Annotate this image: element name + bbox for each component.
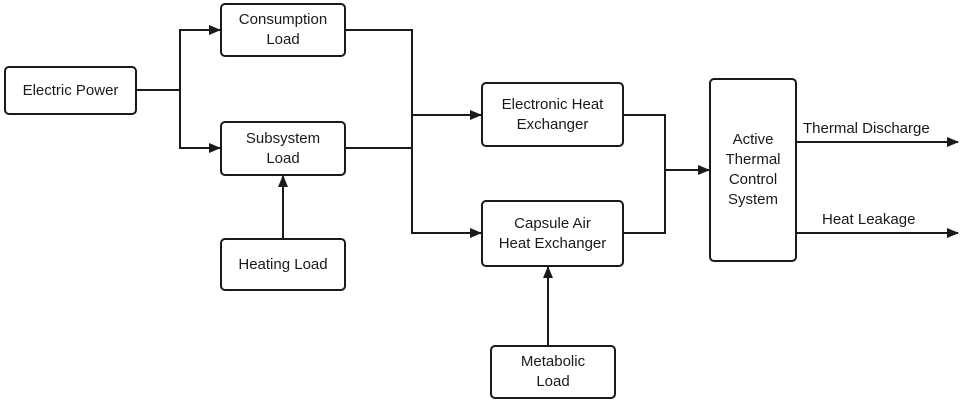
node-metabolic-load-line1: Metabolic [520, 353, 586, 370]
edge-merge-to-capsule [411, 148, 482, 238]
edge-power-to-consumption [179, 25, 221, 90]
node-heating-load-label: Heating Load [238, 255, 328, 273]
node-capsule-air-heat-exchanger-line2: Heat Exchanger [498, 234, 607, 252]
node-subsystem-load-line1: Subsystem [245, 129, 321, 147]
node-electric-power-label: Electric Power [22, 81, 119, 99]
node-electronic-heat-exchanger-line2: Exchanger [516, 115, 589, 133]
node-atcs-line1: Active [732, 131, 774, 148]
node-metabolic-load-line2: Load [536, 373, 570, 390]
node-metabolic-load: Metabolic Load [490, 345, 616, 399]
node-atcs-line4: System [727, 191, 778, 208]
node-consumption-load-line2: Load [266, 31, 300, 48]
node-consumption-load: Consumption Load [220, 3, 346, 57]
edge-consumption-out [346, 29, 413, 148]
node-subsystem-load: Subsystem Load [220, 121, 346, 176]
edge-electronic-out [624, 114, 666, 234]
node-electric-power: Electric Power [4, 66, 137, 115]
node-electronic-heat-exchanger: Electronic Heat Exchanger [481, 82, 624, 147]
node-capsule-air-heat-exchanger-line1: Capsule Air [514, 214, 591, 232]
node-electronic-heat-exchanger-line1: Electronic Heat [501, 95, 604, 113]
label-heat-leakage: Heat Leakage [822, 211, 916, 228]
node-active-thermal-control-system: Active Thermal Control System [709, 78, 797, 262]
node-atcs-line3: Control [728, 171, 778, 188]
node-subsystem-load-line2: Load [266, 149, 300, 167]
node-consumption-load-line1: Consumption [238, 11, 328, 28]
label-thermal-discharge: Thermal Discharge [803, 120, 930, 137]
node-capsule-air-heat-exchanger: Capsule Air Heat Exchanger [481, 200, 624, 267]
edge-power-to-subsystem [179, 90, 221, 153]
node-atcs-line2: Thermal [725, 151, 781, 168]
node-heating-load: Heating Load [220, 238, 346, 291]
